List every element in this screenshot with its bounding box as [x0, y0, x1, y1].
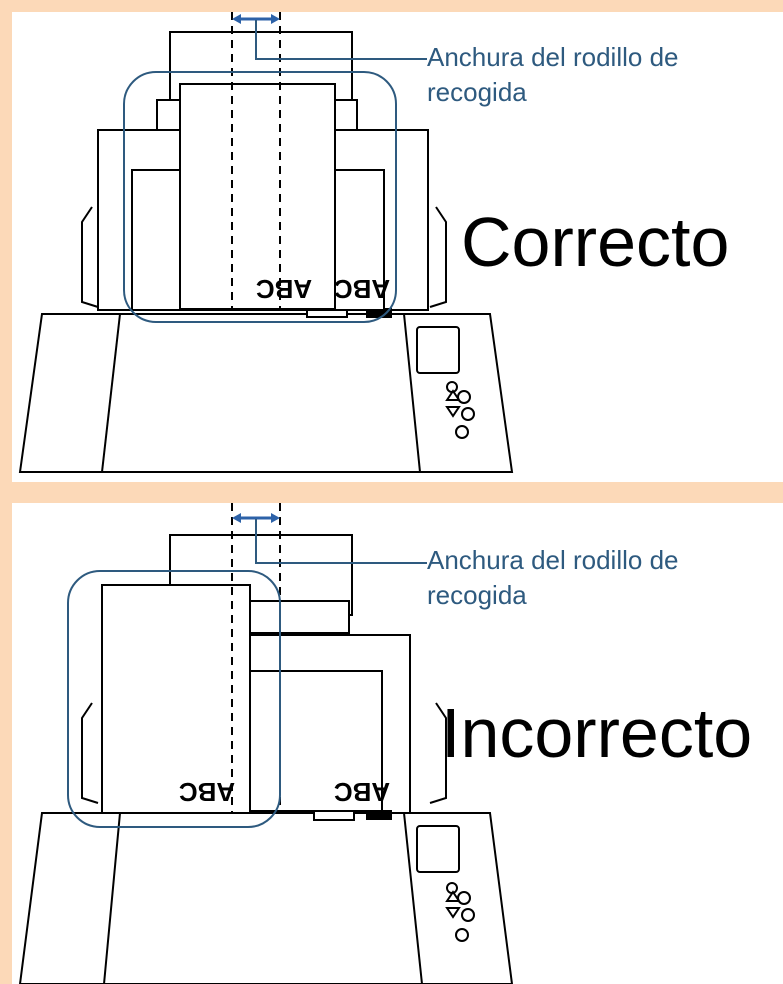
scanner-illustration-incorrect: ABC ABC: [18, 503, 514, 984]
paper-label-back: ABC: [334, 274, 391, 304]
feed-area-highlight: [67, 570, 281, 828]
verdict-incorrect: Incorrecto: [441, 694, 753, 772]
callout-leader-line: [255, 20, 427, 60]
incorrect-example-panel: ABC ABC Anchura del rodillo de recogida …: [12, 503, 783, 984]
pick-roller-callout: Anchura del rodillo de recogida: [427, 545, 679, 610]
scanner-illustration-correct: ABC ABC: [18, 12, 514, 473]
roller-width-arrow-icon: [232, 513, 280, 523]
main-paper: [101, 584, 251, 814]
roller-width-arrow-icon: [232, 14, 280, 24]
paper-label-back: ABC: [334, 777, 391, 807]
small-paper: [249, 670, 383, 812]
verdict-correct: Correcto: [461, 203, 730, 281]
main-paper: [179, 83, 336, 310]
correct-example-panel: ABC ABC Anchura del rodillo de recogida …: [12, 12, 783, 482]
paper-label-front: ABC: [179, 777, 236, 807]
paper-label-front: ABC: [256, 274, 313, 304]
feed-area-highlight: [123, 71, 397, 323]
callout-leader-line: [255, 519, 427, 564]
pick-roller-callout: Anchura del rodillo de recogida: [427, 42, 679, 107]
